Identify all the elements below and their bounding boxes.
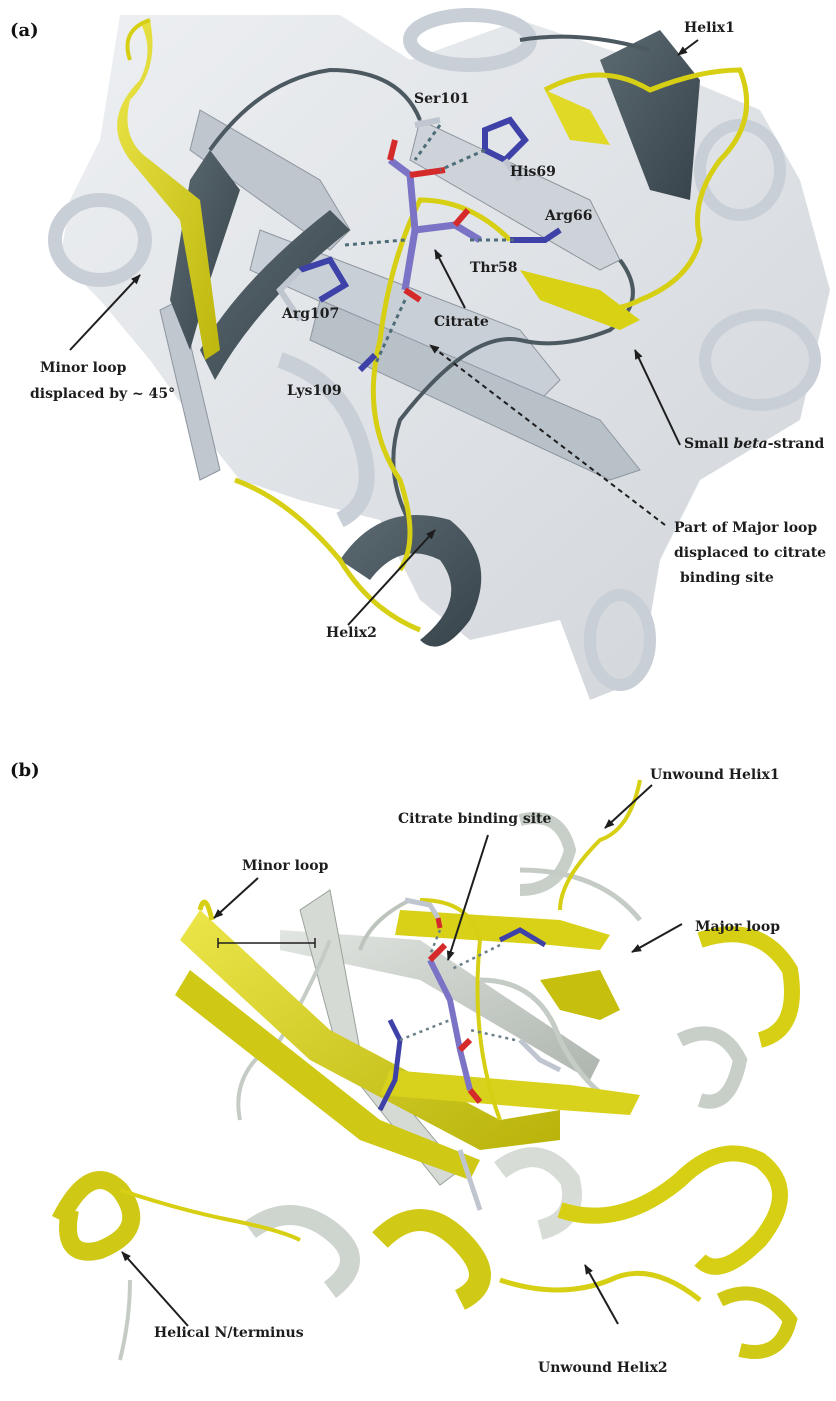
label-citrate: Citrate [434,314,489,330]
label-helix2: Helix2 [326,625,377,641]
label-small-beta-strand: Small beta-strand [684,436,825,452]
label-thr58: Thr58 [470,260,517,276]
label-helix1: Helix1 [684,20,735,36]
panel-b-figure: Unwound Helix1 Citrate binding site Mino… [0,740,836,1400]
panel-a-structure: Helix1 Ser101 His69 Arg66 Thr58 Citrate … [0,0,836,705]
label-small-beta-suffix: -strand [768,436,825,452]
label-major-loop: Major loop [695,919,780,935]
label-arg66: Arg66 [544,208,593,224]
label-minor-loop: Minor loop [242,858,329,874]
label-helical-n-terminus: Helical N/terminus [154,1325,304,1341]
label-his69: His69 [510,164,556,180]
panel-b-structure: Unwound Helix1 Citrate binding site Mino… [0,740,836,1400]
label-small-beta-italic: beta [734,436,768,452]
label-major-loop-line1: Part of Major loop [674,520,817,536]
label-minor-loop-line1: Minor loop [40,360,127,376]
protein-yellow-b [60,780,792,1352]
label-arg107: Arg107 [281,306,339,322]
label-unwound-helix2: Unwound Helix2 [538,1360,668,1376]
label-lys109: Lys109 [287,383,342,399]
protein-body-grey [55,15,830,700]
panel-a-figure: Helix1 Ser101 His69 Arg66 Thr58 Citrate … [0,0,836,705]
label-citrate-binding-site: Citrate binding site [398,811,552,827]
label-major-loop-line3: binding site [680,570,774,586]
label-unwound-helix1: Unwound Helix1 [650,767,780,783]
label-major-loop-line2: displaced to citrate [674,545,826,561]
panel-b-arrows [122,785,682,1326]
label-small-beta-prefix: Small [684,436,734,452]
label-minor-loop-line2: displaced by ~ 45° [30,386,175,402]
label-ser101: Ser101 [414,91,470,107]
